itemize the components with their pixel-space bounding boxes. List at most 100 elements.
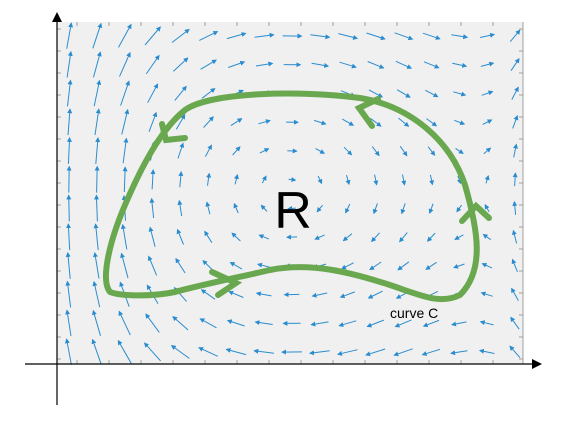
vector-arrow <box>177 199 183 217</box>
vector-arrow <box>452 62 468 68</box>
vector-arrow <box>66 136 72 164</box>
vector-arrow <box>170 345 190 359</box>
vector-arrow <box>259 148 270 154</box>
vector-arrow <box>313 119 327 126</box>
vector-arrow <box>287 205 296 211</box>
vector-arrow <box>397 261 410 271</box>
vector-arrow <box>148 111 158 132</box>
vector-arrow <box>341 262 354 270</box>
vector-arrow <box>177 142 185 159</box>
vector-arrow <box>66 194 72 222</box>
vector-arrow <box>482 233 492 241</box>
vector-arrow <box>65 309 72 337</box>
vector-arrow <box>204 230 213 243</box>
vector-arrow <box>423 61 440 69</box>
vector-arrow <box>230 118 243 127</box>
vector-arrow <box>342 233 353 242</box>
vector-arrow <box>367 290 383 299</box>
vector-arrow <box>94 194 100 222</box>
vector-arrow <box>232 146 241 156</box>
vector-arrow <box>144 26 161 46</box>
vector-arrow <box>121 108 130 135</box>
vector-arrow <box>94 165 100 193</box>
curve-label: curve C <box>390 305 438 321</box>
vector-arrow <box>118 23 132 48</box>
vector-arrow <box>511 86 519 100</box>
vector-arrow <box>67 79 73 107</box>
vector-arrow <box>479 320 494 326</box>
vector-arrow <box>171 28 190 43</box>
vector-arrow <box>93 223 99 251</box>
vector-arrow <box>315 148 326 154</box>
vector-arrow <box>395 60 413 69</box>
vector-arrow <box>66 223 72 251</box>
vector-arrow <box>343 146 353 156</box>
vector-arrow <box>228 290 244 298</box>
vector-arrow <box>478 348 495 354</box>
vector-arrow <box>95 137 101 164</box>
vector-arrow <box>175 114 186 130</box>
vector-arrow <box>149 197 155 219</box>
vector-arrow <box>172 57 189 72</box>
vector-arrow <box>396 89 411 98</box>
vector-arrow <box>117 339 132 364</box>
vector-arrow <box>66 22 74 49</box>
vector-arrow <box>64 338 72 365</box>
vector-arrow <box>92 22 103 49</box>
vector-arrow <box>66 50 73 78</box>
vector-arrow <box>93 51 102 78</box>
vector-arrow <box>92 309 101 336</box>
vector-arrow <box>366 32 386 41</box>
vector-arrow <box>454 234 464 240</box>
vector-arrow <box>394 319 412 328</box>
vector-arrow <box>454 119 466 126</box>
vector-arrow <box>345 174 351 186</box>
vector-arrow <box>370 117 382 127</box>
vector-arrow <box>399 232 408 243</box>
vector-arrow <box>311 62 330 68</box>
vector-arrow <box>513 143 518 158</box>
vector-arrow <box>148 226 156 247</box>
vector-arrow <box>258 119 271 125</box>
vector-arrow <box>91 338 102 365</box>
vector-arrow <box>345 203 351 214</box>
vector-arrow <box>427 146 436 156</box>
vector-arrow <box>483 147 492 155</box>
vector-arrow <box>147 255 158 276</box>
vector-arrow <box>401 174 407 186</box>
vector-arrow <box>310 321 329 327</box>
vector-arrow <box>366 319 385 328</box>
vector-arrow <box>399 145 408 157</box>
vector-arrow <box>484 174 490 184</box>
vector-arrow <box>394 32 414 41</box>
vector-arrow <box>255 61 274 67</box>
vector-arrow <box>426 118 438 127</box>
vector-arrow <box>510 316 520 330</box>
vector-arrow <box>421 348 441 356</box>
curve-c <box>102 90 480 303</box>
vector-arrow <box>199 318 217 329</box>
vector-arrow <box>226 32 247 40</box>
vector-arrow <box>309 350 330 356</box>
vector-arrow <box>510 57 520 71</box>
curve-arrow-left <box>159 121 188 144</box>
vector-arrow <box>199 31 219 41</box>
vector-arrow <box>480 291 493 297</box>
vector-arrow <box>428 203 434 214</box>
vector-arrow <box>511 229 518 244</box>
vector-arrow <box>234 173 239 185</box>
vector-arrow <box>339 61 357 69</box>
vector-arrow <box>254 32 275 38</box>
vector-arrow <box>456 175 462 185</box>
vector-arrow <box>509 345 521 359</box>
vector-arrow <box>456 204 463 213</box>
vector-arrow <box>337 349 358 356</box>
vector-arrow <box>450 350 468 356</box>
vector-arrow <box>174 85 187 101</box>
vector-arrow <box>119 51 131 77</box>
vector-arrow <box>147 83 159 104</box>
region-label: R <box>274 182 312 240</box>
vector-arrow <box>453 91 467 97</box>
vector-arrow <box>94 108 101 136</box>
vector-arrow <box>200 289 216 300</box>
